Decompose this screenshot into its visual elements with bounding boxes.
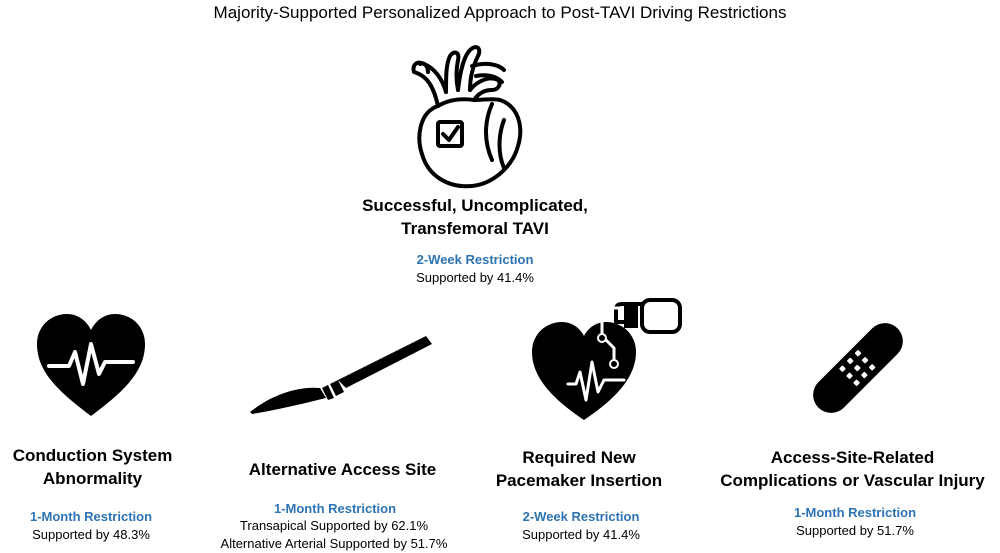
bandage-icon	[813, 323, 903, 413]
main-case-title: Successful, Uncomplicated, Transfemoral …	[362, 196, 588, 238]
case-1-support-transapical: Transapical Supported by 62.1%	[239, 518, 429, 533]
case-0-restriction: 1-Month Restriction	[29, 509, 153, 524]
main-case-support: Supported by 41.4%	[416, 270, 534, 285]
anatomical-heart-checkbox-icon	[411, 45, 523, 189]
scalpel-icon	[250, 336, 432, 414]
pacemaker-heart-icon	[532, 298, 682, 420]
case-2-support: Supported by 41.4%	[522, 527, 640, 542]
case-3-restriction: 1-Month Restriction	[793, 505, 917, 520]
page-title: Majority-Supported Personalized Approach…	[213, 3, 787, 22]
main-case-restriction: 2-Week Restriction	[416, 252, 534, 267]
case-1-support-arterial: Alternative Arterial Supported by 51.7%	[220, 536, 448, 551]
case-0-title: Conduction System Abnormality	[12, 446, 173, 488]
case-2-restriction: 2-Week Restriction	[522, 509, 640, 524]
case-2-title: Required New Pacemaker Insertion	[495, 448, 663, 490]
case-0-support: Supported by 48.3%	[32, 527, 150, 542]
case-3-support: Supported by 51.7%	[796, 523, 914, 538]
heart-ecg-icon	[37, 314, 145, 416]
case-3-title: Access-Site-Related Complications or Vas…	[720, 448, 985, 490]
case-1-title: Alternative Access Site	[248, 460, 437, 479]
case-1-restriction: 1-Month Restriction	[273, 501, 397, 516]
